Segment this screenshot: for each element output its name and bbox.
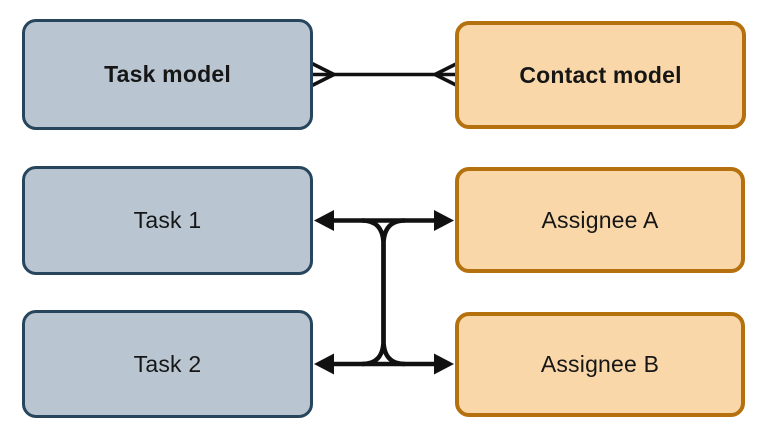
node-label: Task 1 [133,207,202,233]
node-assignee-a: Assignee A [455,167,745,273]
node-task-model: Task model [22,19,313,130]
node-contact-model: Contact model [455,21,746,129]
node-task-2: Task 2 [22,310,313,418]
arrowhead-right-icon [434,353,454,375]
node-label: Task model [104,61,231,87]
node-label: Contact model [519,61,682,88]
arrow-task1-assigneeA [314,210,454,231]
merged-vertical-connector [361,218,406,367]
arrowhead-left-icon [314,353,334,375]
node-assignee-b: Assignee B [455,312,745,417]
node-label: Assignee B [540,351,660,377]
crows-foot-right-icon [434,61,458,88]
crows-foot-left-icon [311,61,335,88]
many-to-many-connector [311,61,458,88]
merge-fillet-right [381,218,406,367]
node-label: Task 2 [133,350,202,377]
node-task-1: Task 1 [22,166,313,275]
node-label: Assignee A [541,206,659,233]
arrowhead-right-icon [434,210,454,231]
merge-fillet-left [361,218,386,367]
arrow-task2-assigneeB [314,353,454,375]
arrowhead-left-icon [314,210,334,231]
